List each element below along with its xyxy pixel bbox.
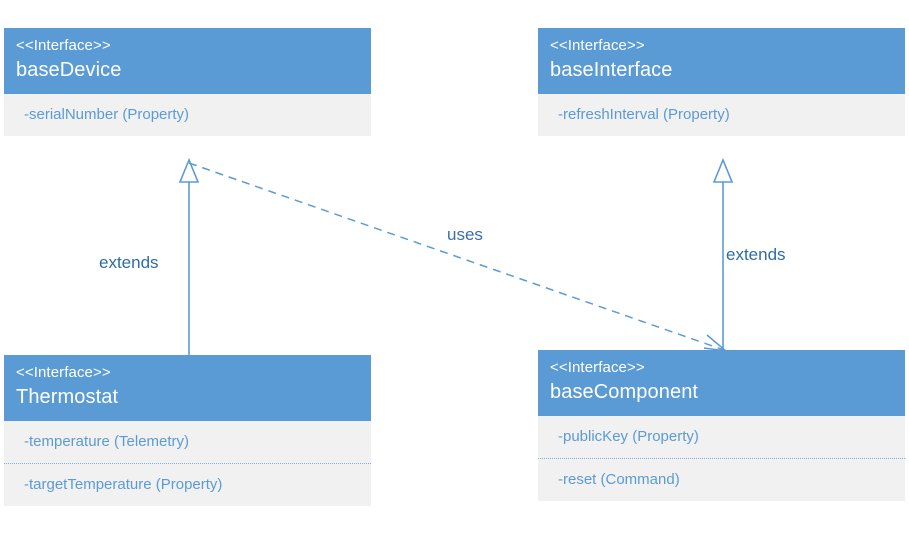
class-stereotype: <<Interface>>: [550, 37, 645, 54]
uml-class-baseinterface[interactable]: <<Interface>> baseInterface -refreshInte…: [538, 28, 905, 136]
class-header-thermostat: <<Interface>> Thermostat: [4, 355, 371, 421]
class-members-basecomponent: -publicKey (Property) -reset (Command): [538, 416, 905, 501]
class-name: baseComponent: [550, 381, 699, 403]
class-member[interactable]: -serialNumber (Property): [24, 106, 190, 123]
class-members-basedevice: -serialNumber (Property): [4, 94, 371, 136]
class-name: baseDevice: [16, 59, 122, 81]
class-name: Thermostat: [16, 386, 119, 408]
class-stereotype: <<Interface>>: [550, 359, 645, 376]
class-members-baseinterface: -refreshInterval (Property): [538, 94, 905, 136]
relationship-basecomponent-extends-baseinterface: [712, 157, 734, 350]
class-header-basedevice: <<Interface>> baseDevice: [4, 28, 371, 94]
class-member[interactable]: -reset (Command): [538, 458, 905, 501]
dependency-dashed-line: [188, 162, 725, 351]
relationship-label-extends-left: extends: [99, 253, 159, 272]
relationship-label-uses: uses: [447, 225, 483, 244]
class-member[interactable]: -refreshInterval (Property): [558, 106, 730, 123]
uml-class-thermostat[interactable]: <<Interface>> Thermostat -temperature (T…: [4, 355, 371, 506]
class-stereotype: <<Interface>>: [16, 364, 111, 381]
class-header-baseinterface: <<Interface>> baseInterface: [538, 28, 905, 94]
class-member[interactable]: -targetTemperature (Property): [4, 463, 371, 506]
class-name: baseInterface: [550, 59, 673, 81]
relationship-basecomponent-uses-basedevice: [188, 162, 729, 353]
uml-class-basecomponent[interactable]: <<Interface>> baseComponent -publicKey (…: [538, 350, 905, 501]
class-stereotype: <<Interface>>: [16, 37, 111, 54]
relationship-thermostat-extends-basedevice: [178, 157, 200, 355]
class-members-thermostat: -temperature (Telemetry) -targetTemperat…: [4, 421, 371, 506]
hollow-triangle-arrowhead-right: [712, 157, 734, 183]
class-member[interactable]: -temperature (Telemetry): [24, 433, 190, 450]
hollow-triangle-arrowhead-left: [178, 157, 200, 183]
class-header-basecomponent: <<Interface>> baseComponent: [538, 350, 905, 416]
uml-class-basedevice[interactable]: <<Interface>> baseDevice -serialNumber (…: [4, 28, 371, 136]
relationship-label-extends-right: extends: [726, 245, 786, 264]
class-member[interactable]: -publicKey (Property): [558, 428, 699, 445]
